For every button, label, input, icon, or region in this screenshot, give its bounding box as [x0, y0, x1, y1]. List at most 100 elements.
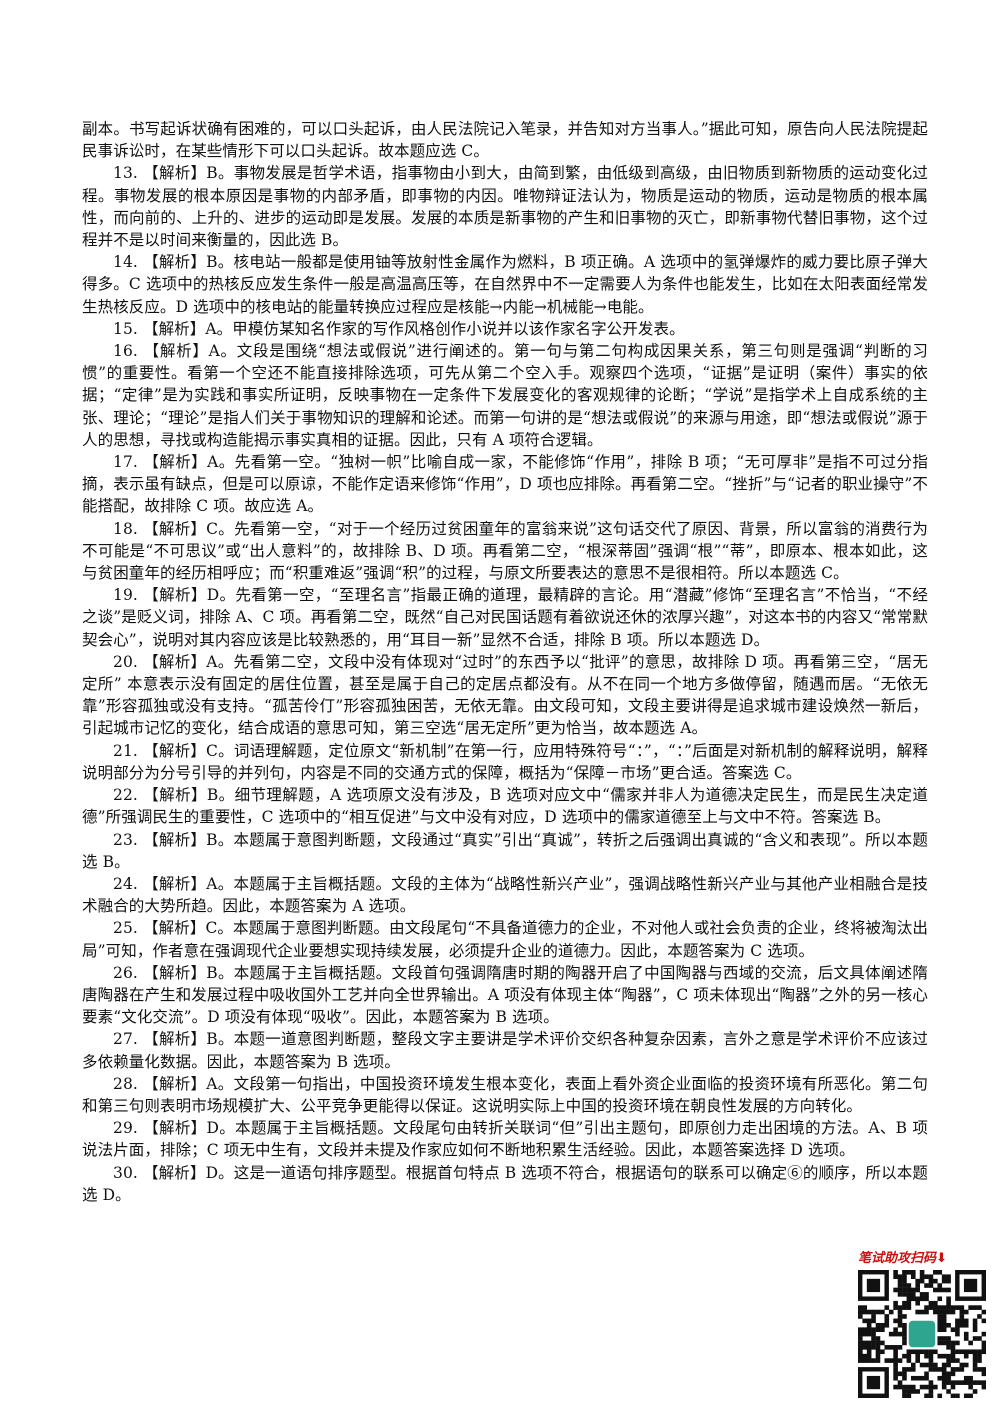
qr-module [906, 1292, 912, 1297]
qr-module [950, 1309, 956, 1315]
qr-module [866, 1358, 872, 1363]
paragraph-q20: 20. 【解析】A。先看第二空，文段中没有体现对“过时”的东西予以“批评”的意思… [82, 652, 928, 738]
qr-module [915, 1278, 920, 1284]
qr-module [959, 1309, 965, 1315]
qr-module [972, 1305, 978, 1310]
qr-module [937, 1327, 943, 1332]
qr-module [866, 1345, 872, 1350]
qr-module [897, 1345, 903, 1350]
qr-module [858, 1331, 863, 1337]
qr-module [937, 1322, 943, 1328]
arrow-down-icon: ⬇ [936, 1251, 947, 1266]
qr-module [928, 1367, 934, 1372]
qr-module [902, 1283, 907, 1288]
qr-module [866, 1349, 872, 1355]
qr-module [972, 1353, 978, 1359]
qr-module [902, 1389, 907, 1394]
qr-module [858, 1309, 863, 1315]
qr-module [862, 1309, 868, 1315]
paragraph-q14: 14. 【解析】B。核电站一般都是使用铀等放射性金属作为燃料，B 项正确。A 选… [82, 253, 928, 316]
qr-module [941, 1353, 947, 1359]
qr-module [963, 1380, 969, 1385]
qr-module [924, 1296, 929, 1302]
qr-module [941, 1380, 947, 1385]
qr-module [959, 1322, 965, 1328]
qr-module [910, 1389, 916, 1394]
qr-module [902, 1371, 907, 1377]
qr-module [972, 1380, 978, 1385]
qr-module [897, 1384, 903, 1390]
qr-module [955, 1305, 960, 1310]
qr-module [941, 1336, 947, 1341]
qr-module [946, 1336, 951, 1341]
qr-module [893, 1367, 898, 1372]
qr-module [933, 1305, 938, 1310]
qr-module [906, 1300, 912, 1306]
qr-code[interactable] [858, 1270, 990, 1398]
qr-module [893, 1345, 898, 1350]
qr-module [893, 1384, 898, 1390]
qr-module [937, 1296, 943, 1302]
qr-module [946, 1300, 951, 1306]
paragraph-q24: 24. 【解析】A。本题属于主旨概括题。文段的主体为“战略性新兴产业”，强调战略… [82, 874, 928, 916]
paragraph-q25: 25. 【解析】C。本题属于意图判断题。由文段尾句“不具备道德力的企业，不对他人… [82, 919, 928, 960]
qr-module [972, 1367, 978, 1372]
qr-module [897, 1371, 903, 1377]
qr-module [933, 1309, 938, 1315]
qr-module [972, 1327, 978, 1332]
qr-module [941, 1340, 947, 1346]
qr-module [955, 1358, 960, 1363]
qr-module [902, 1322, 907, 1328]
qr-module [880, 1340, 885, 1346]
qr-module [950, 1340, 956, 1346]
qr-module [910, 1287, 916, 1293]
qr-module [963, 1349, 969, 1355]
qr-module [941, 1367, 947, 1372]
qr-module [884, 1314, 890, 1319]
qr-module [902, 1367, 907, 1372]
qr-module [955, 1318, 960, 1324]
qr-module [950, 1367, 956, 1372]
qr-module [955, 1340, 960, 1346]
qr-module [963, 1362, 969, 1368]
qr-caption: 笔试助攻扫码⬇ [858, 1247, 990, 1266]
qr-module [981, 1367, 986, 1372]
qr-module [941, 1318, 947, 1324]
qr-module [866, 1309, 872, 1315]
qr-module [981, 1340, 986, 1346]
qr-module [858, 1336, 863, 1341]
qr-module [946, 1389, 951, 1394]
qr-module [950, 1371, 956, 1377]
qr-module [928, 1300, 934, 1306]
qr-module [893, 1353, 898, 1359]
qr-module [893, 1362, 898, 1368]
qr-module [858, 1340, 863, 1346]
qr-module [981, 1318, 986, 1324]
qr-module [933, 1362, 938, 1368]
qr-module [915, 1353, 920, 1359]
qr-module [888, 1345, 894, 1350]
qr-module [858, 1305, 863, 1310]
qr-module [981, 1349, 986, 1355]
qr-module [963, 1375, 969, 1381]
qr-module [919, 1270, 925, 1275]
qr-module [981, 1371, 986, 1377]
qr-module [858, 1353, 863, 1359]
qr-module [924, 1309, 929, 1315]
paragraph-q29: 29. 【解析】D。本题属于主旨概括题。文段尾句由转折关联词“但”引出主题句，即… [82, 1119, 928, 1160]
qr-logo [908, 1320, 936, 1348]
qr-module [941, 1371, 947, 1377]
qr-module [946, 1353, 951, 1359]
qr-module [906, 1358, 912, 1363]
qr-module [862, 1358, 868, 1363]
qr-module [946, 1358, 951, 1363]
qr-module [915, 1300, 920, 1306]
qr-module [972, 1358, 978, 1363]
qr-module [871, 1331, 876, 1337]
qr-module [866, 1327, 872, 1332]
qr-module [968, 1384, 973, 1390]
qr-module [937, 1318, 943, 1324]
qr-module [941, 1375, 947, 1381]
qr-module [972, 1318, 978, 1324]
qr-module [897, 1314, 903, 1319]
